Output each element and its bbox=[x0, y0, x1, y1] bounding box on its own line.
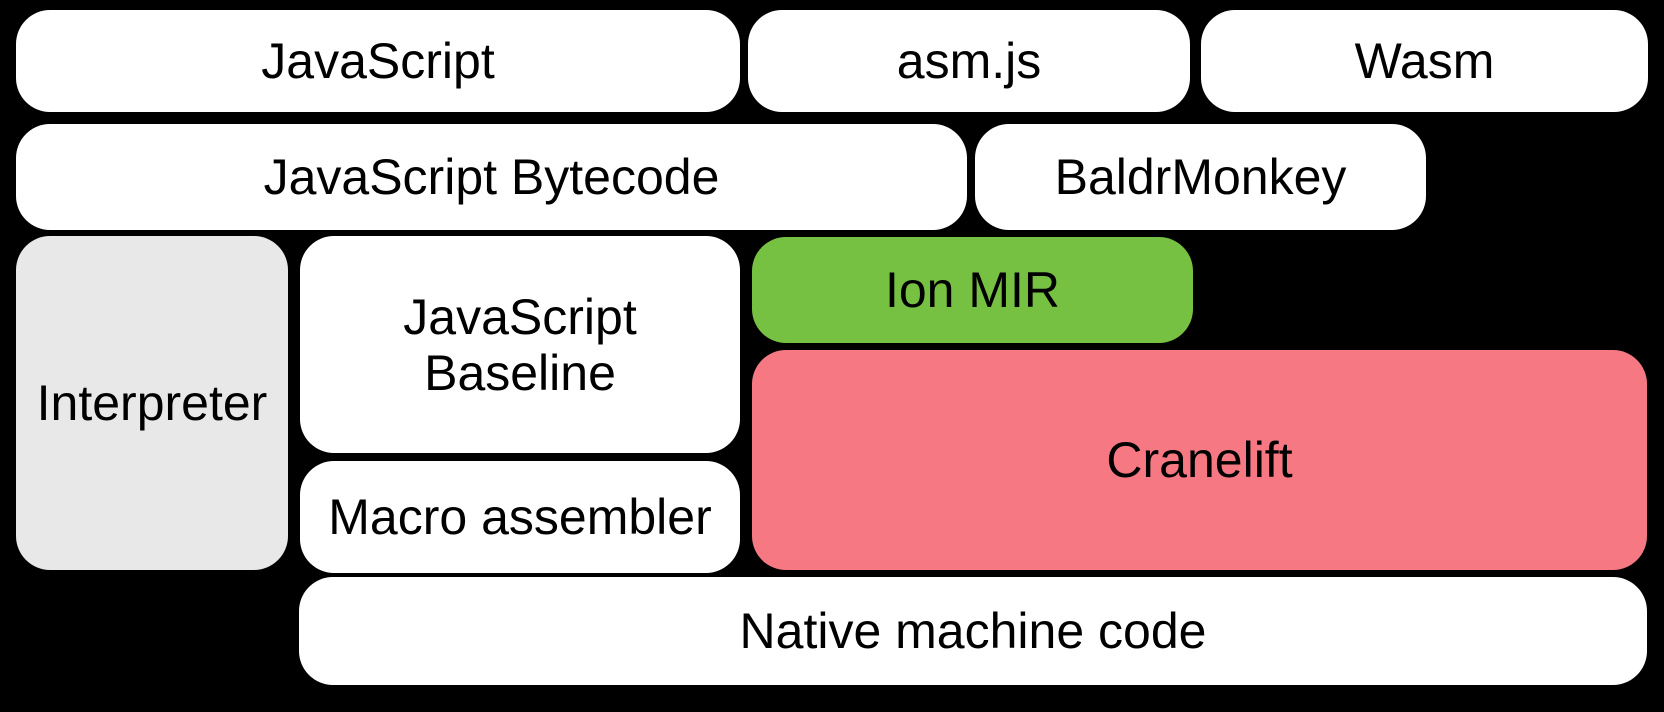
box-wasm: Wasm bbox=[1201, 10, 1648, 112]
box-javascript-label: JavaScript bbox=[261, 33, 495, 89]
box-wasm-label: Wasm bbox=[1354, 33, 1495, 89]
box-cranelift-label: Cranelift bbox=[1106, 432, 1293, 488]
box-macro-assembler: Macro assembler bbox=[300, 461, 740, 573]
box-javascript: JavaScript bbox=[16, 10, 740, 112]
box-javascript-baseline-line1: JavaScript bbox=[403, 288, 637, 345]
box-baldrmonkey-label: BaldrMonkey bbox=[1054, 149, 1347, 205]
box-native-machine-code-label: Native machine code bbox=[739, 603, 1207, 659]
box-baldrmonkey: BaldrMonkey bbox=[975, 124, 1426, 230]
box-javascript-baseline-line2: Baseline bbox=[424, 344, 616, 401]
box-cranelift: Cranelift bbox=[752, 350, 1647, 570]
box-javascript-baseline-label: JavaScript Baseline bbox=[403, 289, 636, 401]
box-macro-assembler-label: Macro assembler bbox=[328, 489, 712, 545]
box-javascript-baseline: JavaScript Baseline bbox=[300, 236, 740, 453]
box-interpreter: Interpreter bbox=[16, 236, 288, 570]
box-native-machine-code: Native machine code bbox=[299, 577, 1647, 685]
box-ion-mir: Ion MIR bbox=[752, 237, 1193, 343]
box-asm-js-label: asm.js bbox=[896, 33, 1042, 89]
box-javascript-bytecode: JavaScript Bytecode bbox=[16, 124, 967, 230]
box-javascript-bytecode-label: JavaScript Bytecode bbox=[263, 149, 720, 205]
box-ion-mir-label: Ion MIR bbox=[884, 262, 1061, 318]
box-asm-js: asm.js bbox=[748, 10, 1190, 112]
box-interpreter-label: Interpreter bbox=[36, 375, 268, 431]
